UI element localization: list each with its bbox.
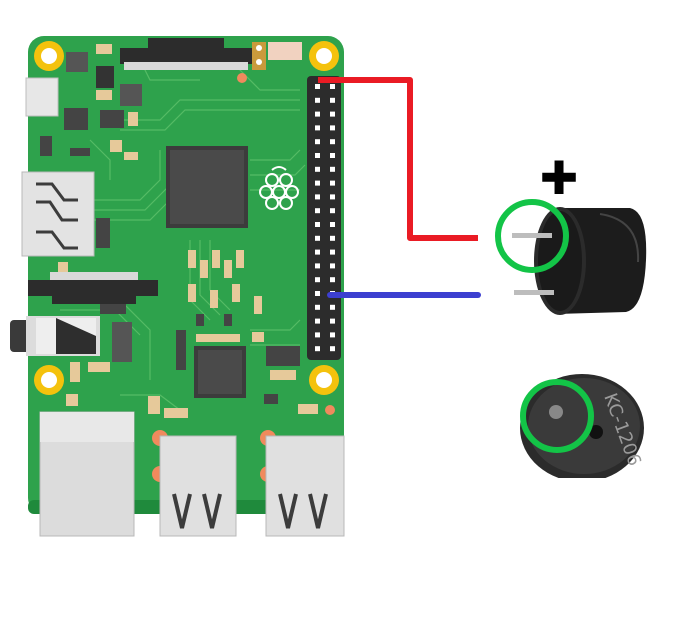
gpio-pin	[330, 222, 335, 227]
positive-pin-highlight	[495, 199, 569, 273]
gpio-pin	[315, 304, 320, 310]
gpio-pin	[330, 97, 335, 103]
act-led	[325, 405, 335, 415]
gpio-pin	[330, 318, 335, 324]
gpio-pin	[315, 249, 320, 255]
camera-connector	[28, 272, 158, 304]
gpio-pin	[330, 249, 335, 255]
gpio-pin	[330, 111, 335, 117]
gpio-pin	[315, 235, 320, 241]
top-right-pad	[268, 42, 302, 60]
ethernet-port	[39, 411, 135, 537]
small-components	[40, 44, 318, 418]
positive-marker: ✚	[540, 151, 579, 205]
hdmi-connector-glyph	[36, 182, 78, 250]
power-led	[237, 73, 247, 83]
gpio-pin	[330, 346, 335, 352]
audio-jack	[10, 316, 100, 356]
gpio-pin	[315, 318, 320, 324]
gpio-pin	[315, 125, 320, 131]
gpio-pin	[315, 194, 320, 200]
buzzer-side-view	[512, 207, 647, 315]
gpio-pin	[330, 332, 335, 338]
gpio-pin	[315, 153, 320, 158]
gpio-pin	[315, 111, 320, 117]
gpio-pin	[330, 153, 335, 158]
gpio-pin	[315, 139, 320, 145]
raspberry-pi-board	[10, 36, 345, 537]
gpio-pin	[315, 180, 320, 186]
gpio-header	[307, 76, 341, 360]
positive-wire	[318, 77, 478, 241]
display-connector	[120, 38, 252, 70]
gpio-pin	[330, 166, 335, 172]
gpio-pin	[330, 277, 335, 283]
soc-chip	[166, 146, 248, 228]
gpio-pin	[330, 84, 335, 89]
usb-chip	[194, 346, 246, 398]
mounting-holes	[34, 41, 339, 395]
gpio-pin	[315, 84, 320, 89]
gpio-pin	[330, 139, 335, 145]
gpio-pin	[315, 222, 320, 227]
gpio-pin	[330, 263, 335, 269]
usb-port-2	[260, 430, 345, 537]
gpio-pin	[315, 346, 320, 352]
wires	[318, 77, 481, 298]
usb-port-1	[152, 430, 237, 537]
gpio-pin	[330, 180, 335, 186]
gpio-pin	[315, 97, 320, 103]
gpio-pin	[315, 332, 320, 338]
gpio-pin	[330, 194, 335, 200]
gpio-pin	[330, 125, 335, 131]
gpio-pin	[330, 208, 335, 214]
raspberry-logo	[259, 166, 299, 210]
gpio-pin	[330, 304, 335, 310]
gpio-pin	[315, 277, 320, 283]
bottom-pin-highlight	[520, 379, 594, 453]
gpio-pin	[315, 166, 320, 172]
gpio-pin	[330, 235, 335, 241]
gpio-pin	[315, 291, 320, 296]
gpio-pin	[315, 263, 320, 269]
gpio-pin	[315, 208, 320, 214]
buzzer-negative-pin	[514, 290, 554, 295]
buzzer-positive-pin	[512, 233, 552, 238]
power-connector	[26, 78, 58, 116]
